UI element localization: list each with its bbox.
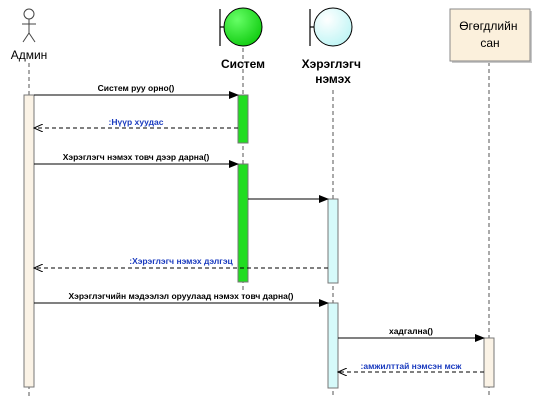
system-boundary-icon [219,7,263,47]
activation-add-user-2 [327,302,339,389]
message-label-3: Хэрэглэгч нэмэх товч дээр дарна() [63,152,210,162]
add-user-label: Хэрэглэгч нэмэх [302,57,365,86]
message-label-2: :Нүүр хуудас [109,117,164,127]
activation-system-2 [237,163,249,283]
activation-add-user-1 [327,198,339,284]
actor-label: Админ [11,48,48,62]
activation-database [483,337,495,388]
message-label-8: :амжилттай нэмсэн мсж [361,361,463,371]
activation-system-1 [237,94,249,144]
message-label-1: Систем руу орно() [98,83,175,93]
database-box [449,8,532,63]
system-label: Систем [221,57,265,71]
activation-admin [23,94,35,388]
add-user-boundary-icon [309,7,353,47]
message-label-5: :Хэрэглэгч нэмэх дэлгэц [129,256,233,266]
message-label-6: Хэрэглэгчийн мэдээлэл оруулаад нэмэх тов… [68,291,293,301]
database-label: Өгөгдлийн сан [459,19,521,50]
message-label-7: хадгална() [389,326,433,336]
actor-icon [22,8,36,43]
